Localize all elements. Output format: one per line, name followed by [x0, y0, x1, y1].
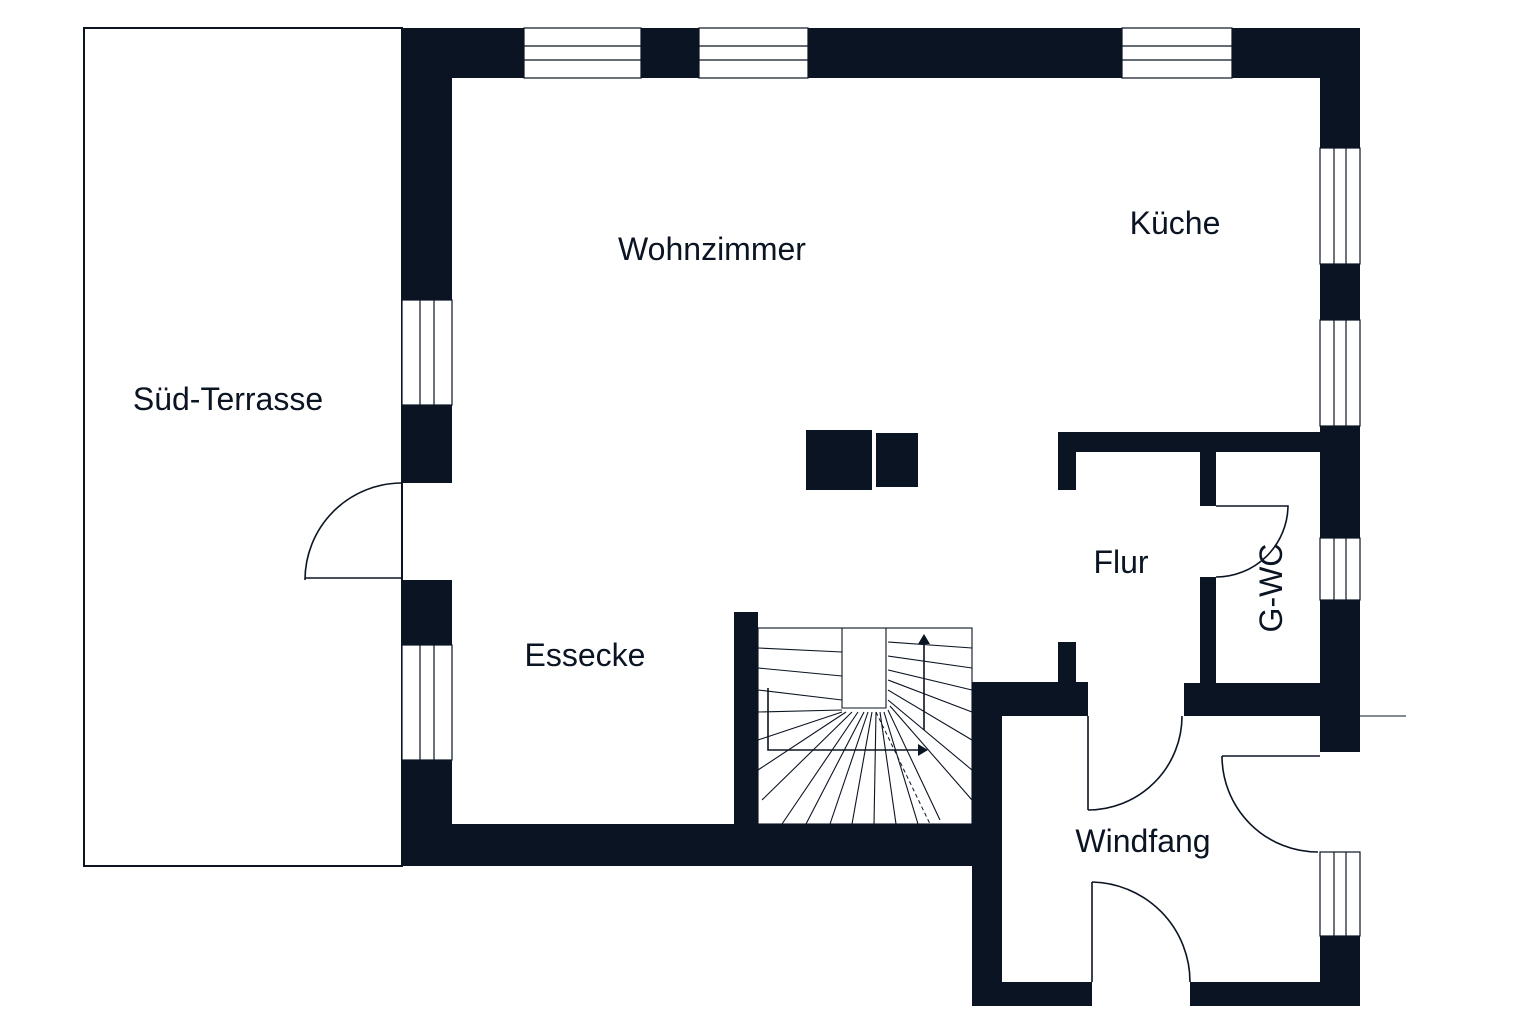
staircase	[757, 627, 973, 825]
terrace-area	[83, 27, 403, 867]
doors	[304, 482, 1406, 983]
room-label-hallway: Flur	[1093, 544, 1148, 580]
room-label-living: Wohnzimmer	[618, 231, 806, 267]
windows	[401, 27, 1361, 937]
room-label-terrace: Süd-Terrasse	[133, 381, 323, 417]
room-label-vestibule: Windfang	[1075, 823, 1210, 859]
room-label-guest-wc: G-WC	[1253, 544, 1289, 633]
room-label-dining: Essecke	[525, 637, 646, 673]
walls	[402, 28, 1360, 1006]
room-label-kitchen: Küche	[1130, 205, 1221, 241]
